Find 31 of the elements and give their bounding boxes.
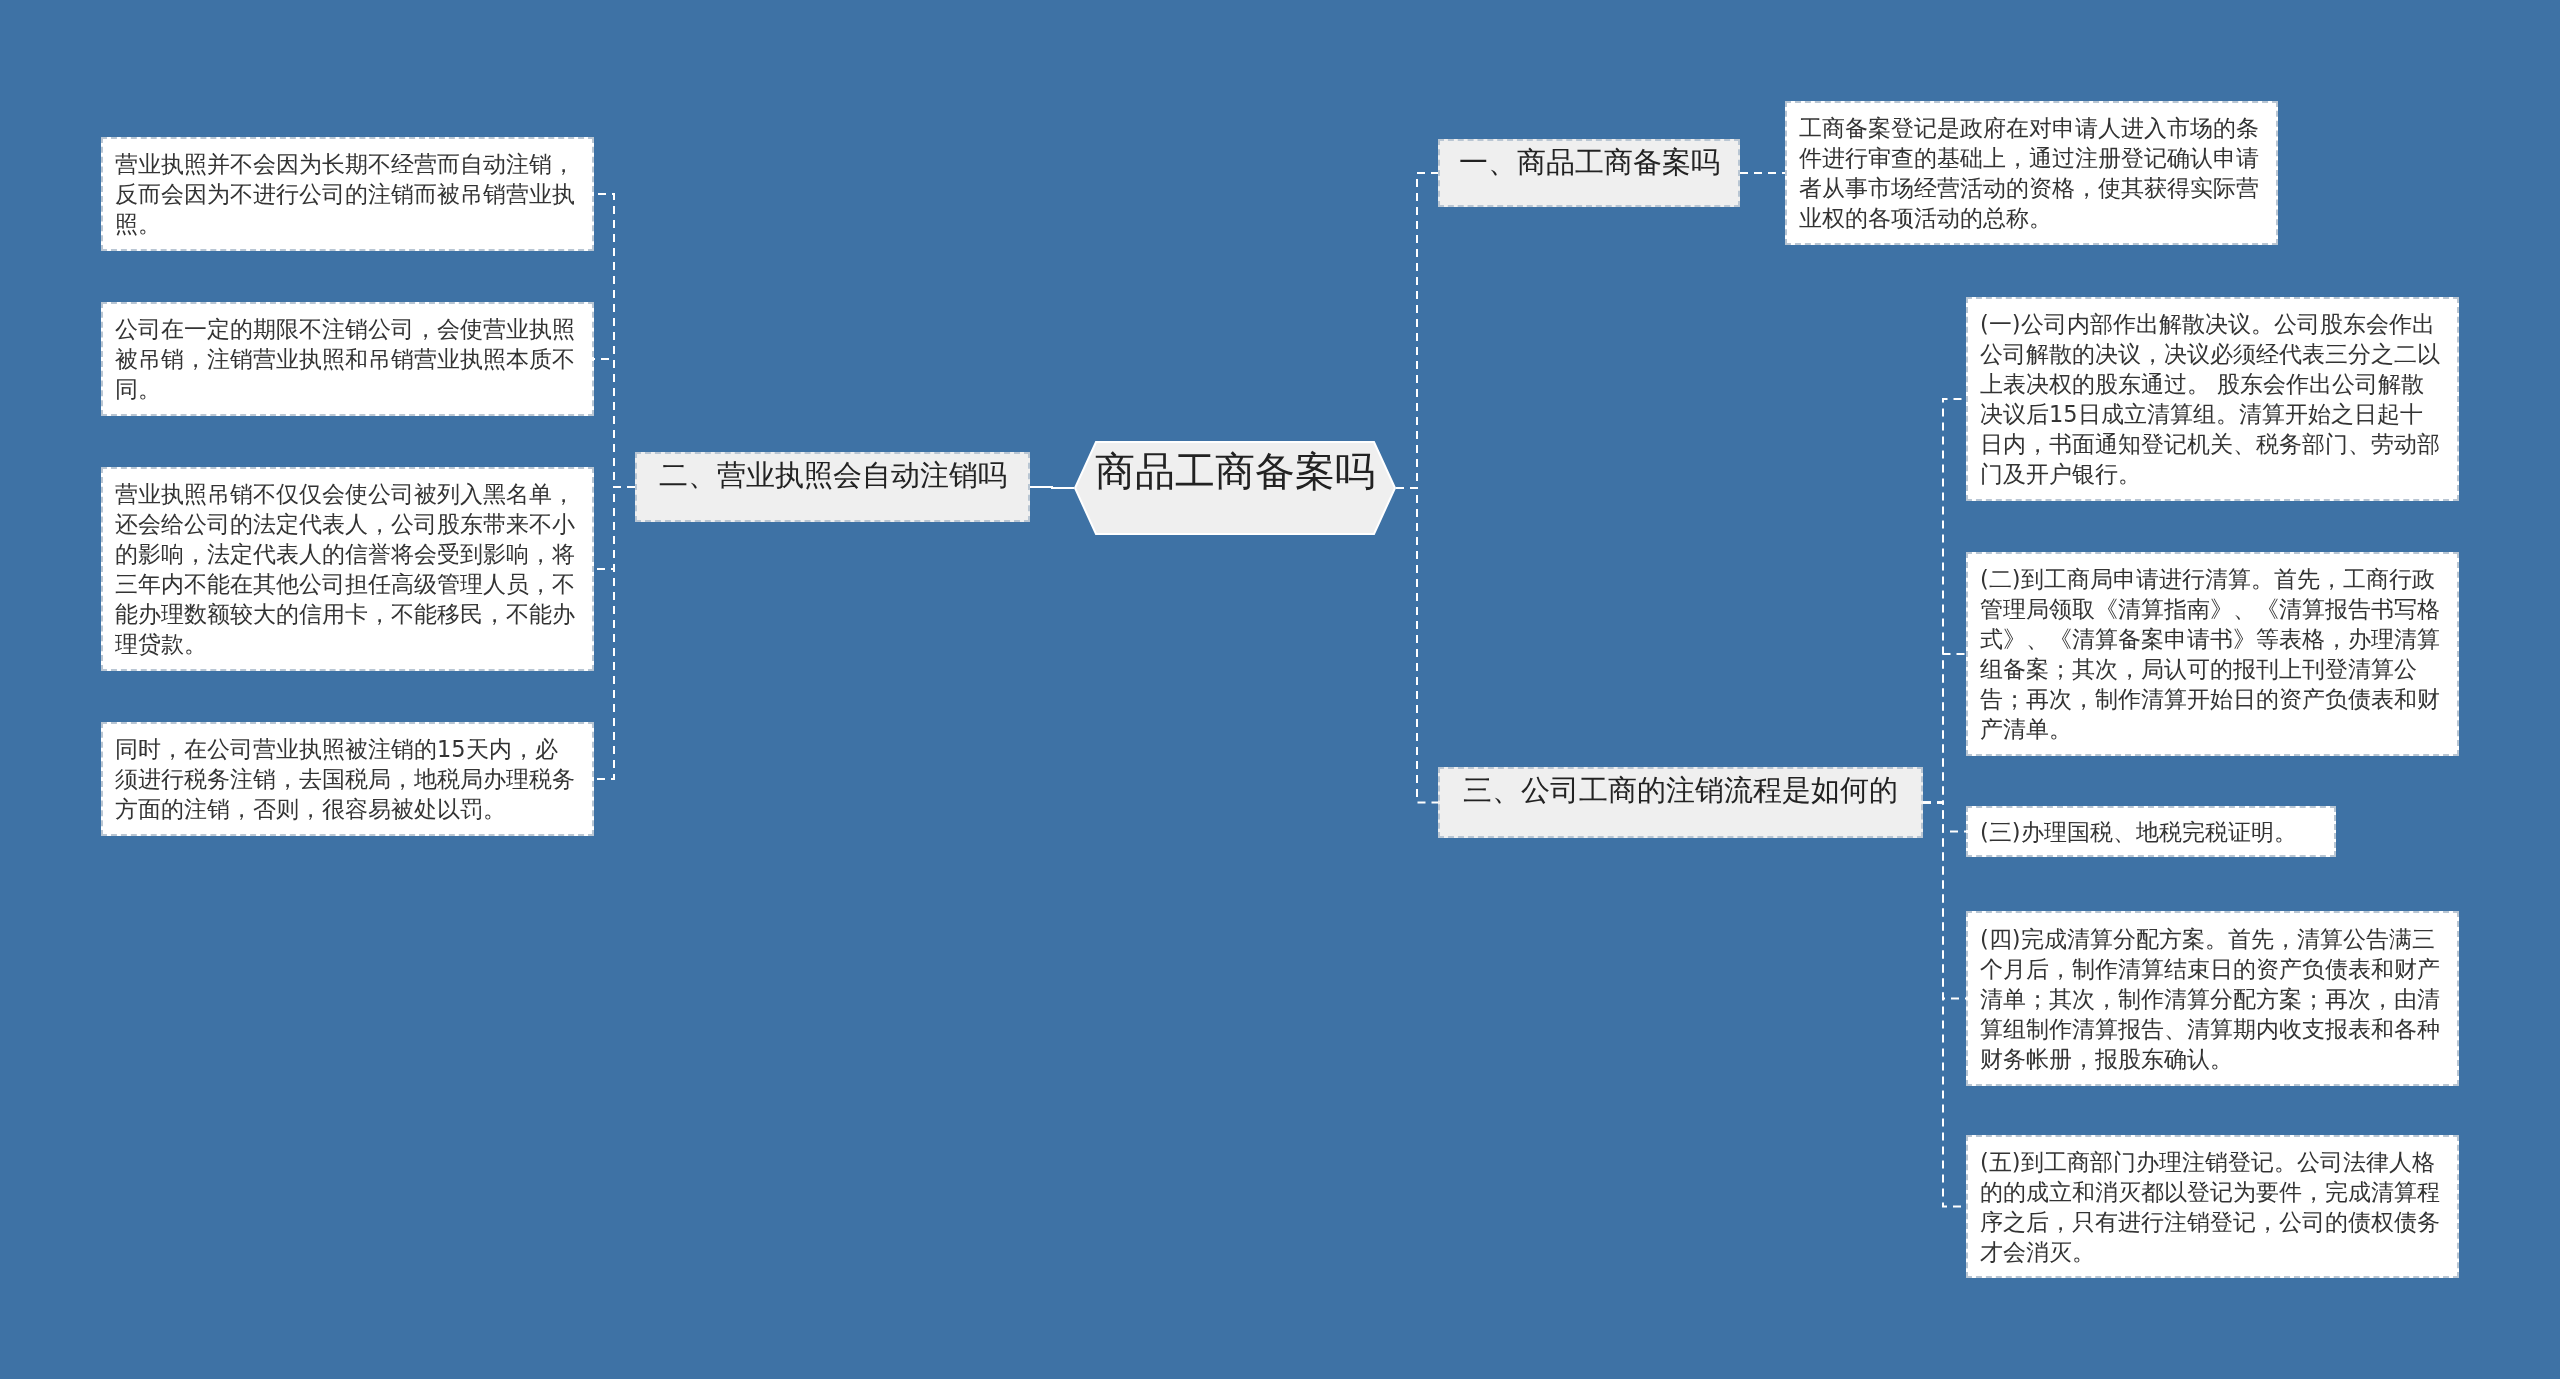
note-text: 营业执照吊销不仅仅会使公司被列入黑名单，还会给公司的法定代表人，公司股东带来不小的影响，法定代表人的信誉将会受到影响，将三年内不能在其他公司担任高级管理人员，不能办理数额较大的信用卡，不能移民，不能办理贷款。 <box>115 480 576 659</box>
note-box <box>1966 297 2459 501</box>
note-text: (三)办理国税、地税完税证明。 <box>1980 817 2297 847</box>
note-text: (五)到工商部门办理注销登记。公司法律人格的的成立和消灭都以登记为要件，完成清算程序之后，只有进行注销登记，公司的债权债务才会消灭。 <box>1980 1147 2441 1267</box>
note-text: 同时，在公司营业执照被注销的15天内，必须进行税务注销，去国税局，地税局办理税务方面的注销，否则，很容易被处以罚。 <box>115 735 576 824</box>
note-box <box>101 302 594 416</box>
note-text: 营业执照并不会因为长期不经营而自动注销，反而会因为不进行公司的注销而被吊销营业执照。 <box>115 150 576 239</box>
central-topic <box>1074 441 1396 535</box>
note-box <box>101 722 594 836</box>
connector-line <box>1395 487 1439 804</box>
note-text: (二)到工商局申请进行清算。首先，工商行政管理局领取《清算指南》、《清算报告书写格式》、《清算备案申请书》等表格，办理清算组备案；其次，局认可的报刊上刊登清算公告；再次，制作清算开始日的资产负债表和财产清单。 <box>1980 565 2441 744</box>
topic-box <box>1438 139 1740 207</box>
note-text: 工商备案登记是政府在对申请人进入市场的条件进行审查的基础上，通过注册登记确认申请者从事市场经营活动的资格，使其获得实际营业权的各项活动的总称。 <box>1799 114 2260 233</box>
note-box <box>1966 806 2336 857</box>
topic-box <box>635 452 1030 522</box>
topic-box <box>1438 767 1923 838</box>
topic-text: 二、营业执照会自动注销吗 <box>658 457 1007 494</box>
note-text: (四)完成清算分配方案。首先，清算公告满三个月后，制作清算结束日的资产负债表和财产清单；其次，制作清算分配方案；再次，由清算组制作清算报告、清算期内收支报表和各种财务帐册，报股东确认。 <box>1980 924 2441 1074</box>
note-box <box>1966 552 2459 756</box>
note-box <box>101 467 594 671</box>
connector-line <box>1029 486 1075 489</box>
topic-text: 三、公司工商的注销流程是如何的 <box>1463 772 1898 809</box>
note-box <box>1966 1135 2459 1278</box>
note-box <box>1785 101 2278 245</box>
note-text: 公司在一定的期限不注销公司，会使营业执照被吊销，注销营业执照和吊销营业执照本质不同。 <box>115 315 576 404</box>
note-text: (一)公司内部作出解散决议。公司股东会作出公司解散的决议，决议必须经代表三分之二以上表决权的股东通过。 股东会作出公司解散决议后15日成立清算组。清算开始之日起十日内，书面通知登记机关、税务部门、劳动部门及开户银行。 <box>1980 310 2441 489</box>
connector-line <box>1739 172 1786 174</box>
topic-text: 商品工商备案吗 <box>1095 447 1375 496</box>
topic-text: 一、商品工商备案吗 <box>1458 144 1720 181</box>
note-box <box>1966 911 2459 1086</box>
note-box <box>101 137 594 251</box>
